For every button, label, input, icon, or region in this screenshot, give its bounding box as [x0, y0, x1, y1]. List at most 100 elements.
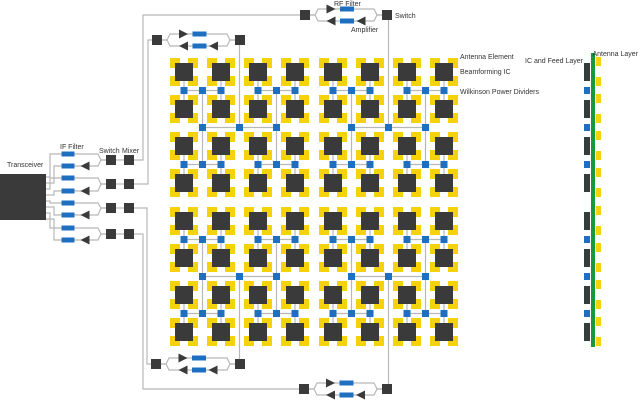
amplifier-icon: [179, 41, 188, 51]
antenna-element: [393, 207, 421, 235]
trace-line: [129, 14, 305, 161]
beamforming-ic: [175, 286, 193, 304]
amplifier-icon: [326, 16, 336, 26]
antenna-side: [596, 77, 601, 86]
if-filter: [61, 212, 75, 218]
amplifier-icon: [178, 353, 188, 363]
antenna-element: [319, 95, 347, 123]
beamforming-ic: [435, 286, 453, 304]
beamforming-ic: [361, 174, 379, 192]
wilkinson-divider: [422, 236, 429, 243]
antenna-element: [356, 281, 384, 309]
beamforming-ic: [286, 286, 304, 304]
wilkinson-divider: [199, 310, 206, 317]
amplifier-icon: [356, 16, 366, 26]
beamforming-ic: [175, 63, 193, 81]
antenna-side: [596, 94, 601, 103]
beamforming-ic: [361, 286, 379, 304]
amplifier-icon: [326, 4, 336, 14]
if-filter: [61, 175, 75, 181]
wilkinson-divider: [348, 161, 355, 168]
wilkinson-divider: [291, 310, 299, 317]
beamforming-ic: [324, 323, 342, 341]
wilkinson-divider: [254, 310, 262, 317]
beamforming-ic: [212, 137, 230, 155]
divider-side: [584, 273, 590, 280]
divider-side: [584, 310, 590, 317]
beamforming-ic: [435, 174, 453, 192]
trace-line: [46, 218, 111, 241]
amplifier-icon: [178, 365, 188, 375]
beamforming-ic: [175, 137, 193, 155]
wilkinson-divider: [366, 87, 374, 94]
antenna-element: [170, 132, 198, 160]
antenna-element: [207, 318, 235, 346]
wilkinson-divider: [422, 161, 429, 168]
antenna-element: [393, 95, 421, 123]
antenna-element: [356, 207, 384, 235]
antenna-side: [596, 317, 601, 326]
trace-line: [46, 200, 111, 209]
wilkinson-divider: [329, 236, 337, 243]
switch: [152, 35, 162, 45]
wilkinson-divider: [440, 161, 448, 168]
antenna-element: [430, 95, 458, 123]
if-filter: [61, 200, 75, 206]
wilkinson-divider: [273, 87, 280, 94]
wilkinson-divider: [385, 273, 392, 280]
switch: [235, 35, 245, 45]
antenna-element: [170, 318, 198, 346]
beamforming-ic: [249, 323, 267, 341]
antenna-element: [244, 132, 272, 160]
antenna-element: [281, 318, 309, 346]
trace-line: [46, 206, 111, 216]
switch: [151, 359, 161, 369]
antenna-side: [596, 57, 601, 66]
antenna-element: [430, 132, 458, 160]
divider-side: [584, 87, 590, 94]
antenna-element: [393, 281, 421, 309]
antenna-element: [319, 58, 347, 86]
beamforming-ic: [324, 137, 342, 155]
beamforming-ic: [286, 100, 304, 118]
amplifier-icon: [209, 41, 218, 51]
beamforming-ic: [324, 249, 342, 267]
antenna-element: [281, 58, 309, 86]
wilkinson-divider: [440, 87, 448, 94]
antenna-layer-label: Antenna Layer: [592, 51, 638, 58]
antenna-element: [319, 318, 347, 346]
wilkinson-divider: [348, 273, 355, 280]
beamforming-ic: [398, 100, 416, 118]
ic-side: [584, 249, 590, 267]
wilkinson-divider: [273, 236, 280, 243]
wilkinson-divider: [199, 236, 206, 243]
beamforming-ic: [286, 249, 304, 267]
ic-side: [584, 63, 590, 81]
antenna-element: [356, 169, 384, 197]
beamforming-ic: [398, 212, 416, 230]
antenna-element: [356, 318, 384, 346]
antenna-element: [393, 169, 421, 197]
antenna-element: [393, 244, 421, 272]
wilkinson-divider: [440, 236, 448, 243]
wilkinson-divider: [422, 310, 429, 317]
antenna-element: [170, 58, 198, 86]
amplifier-icon: [208, 365, 218, 375]
antenna-element: [207, 169, 235, 197]
amplifier-icon: [80, 186, 90, 196]
wilkinson-divider: [422, 273, 429, 280]
antenna-element: [430, 169, 458, 197]
wilkinson-divider: [403, 310, 411, 317]
beamforming-ic: [212, 249, 230, 267]
beamforming-ic: [361, 63, 379, 81]
amplifier-icon: [356, 390, 365, 400]
mixer-label: Mixer: [122, 148, 140, 155]
antenna-element: [356, 95, 384, 123]
beamforming-ic: [212, 174, 230, 192]
wilkinson-divider: [291, 161, 299, 168]
switch: [106, 179, 116, 189]
beamforming-ic: [286, 323, 304, 341]
wilkinson-divider: [422, 124, 429, 131]
beamforming-ic: [324, 100, 342, 118]
